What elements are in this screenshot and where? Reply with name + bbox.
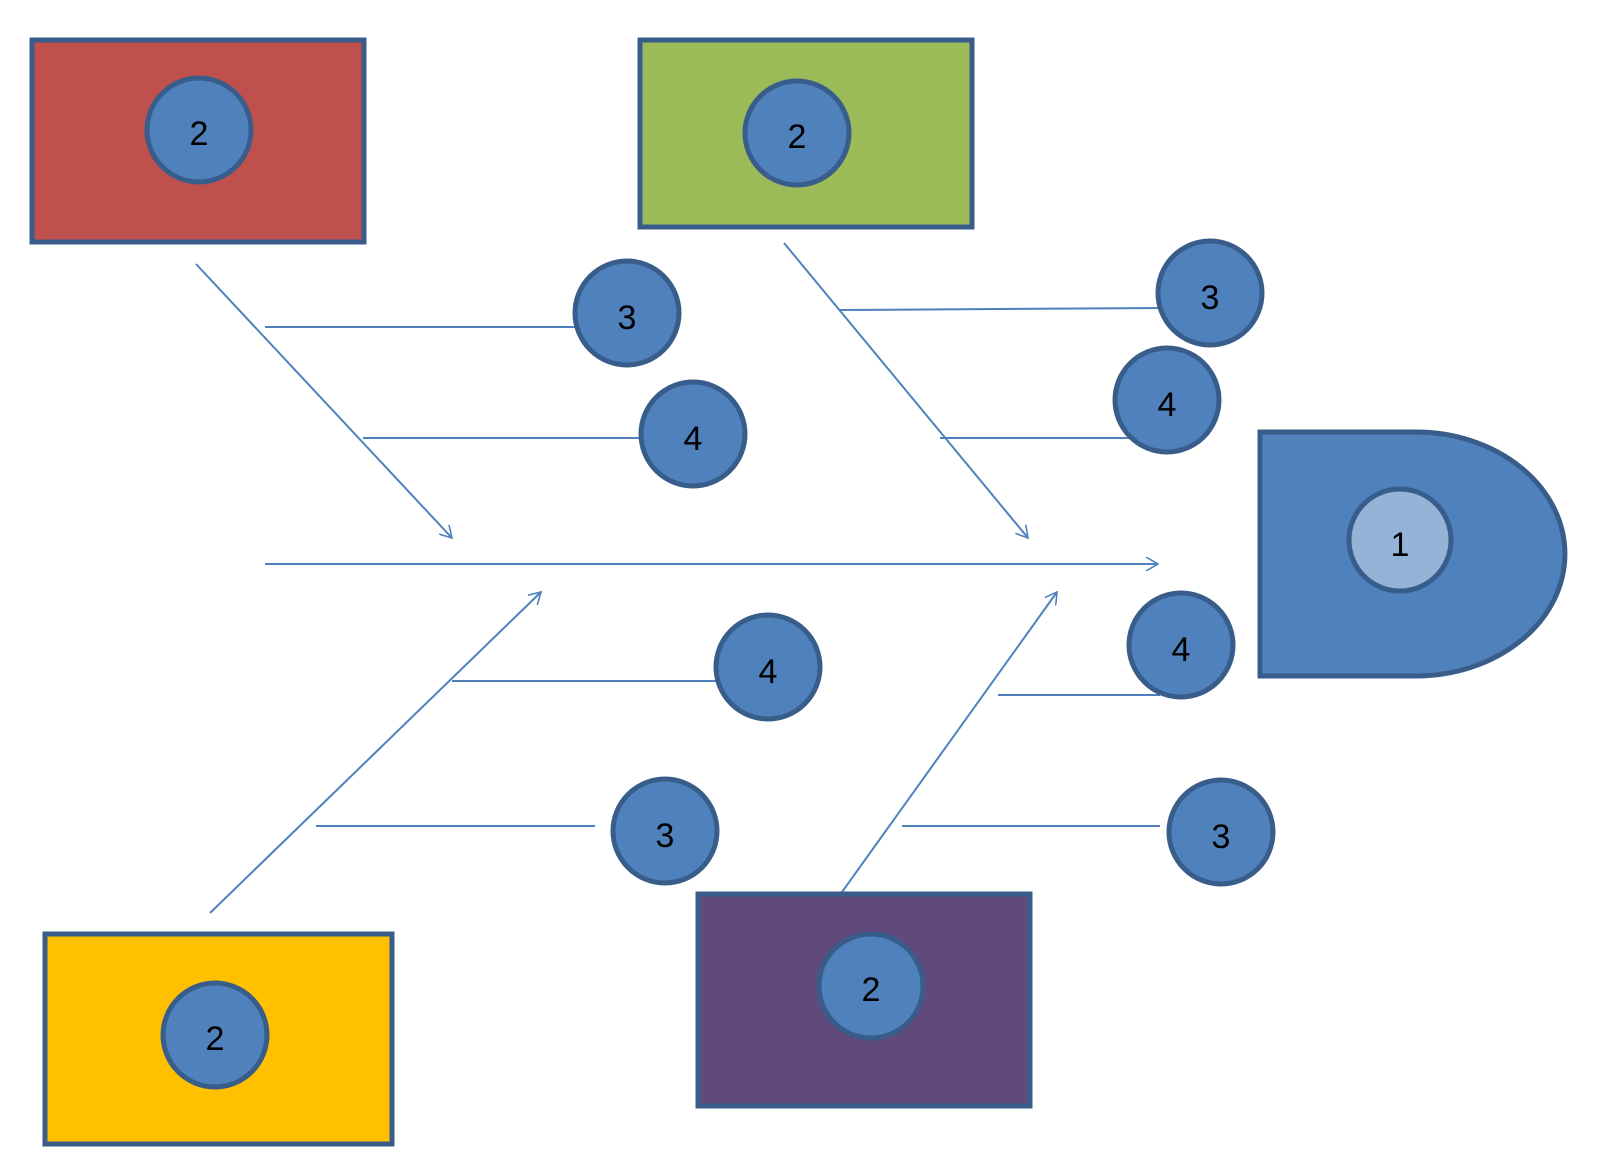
cause-badge: 3 [572,258,682,368]
fish-head-effect: 1 [1257,429,1568,679]
cause-badge: 3 [1166,777,1276,887]
category-box-top-right: 2 [637,37,975,230]
bone-top-right [783,242,1028,538]
head-badge-label: 1 [1391,526,1410,564]
category-badge-label: 2 [190,115,209,153]
bone-bottom-right [841,592,1057,893]
category-badge-label: 2 [206,1020,225,1058]
category-box-top-left: 2 [29,37,367,245]
cause-badge: 4 [638,379,748,489]
cause-badge-label: 3 [618,299,637,337]
bone-top-left [195,263,452,538]
cause-line [839,307,1163,311]
category-badge-label: 2 [862,971,881,1009]
cause-badge-label: 3 [1201,279,1220,317]
cause-badge-label: 4 [759,653,778,691]
cause-badge: 3 [1155,238,1265,348]
cause-badge-label: 3 [1212,818,1231,856]
cause-badge: 4 [1112,345,1222,455]
cause-badge-label: 4 [1158,386,1177,424]
category-box-bottom-left: 2 [42,931,395,1147]
category-badge-label: 2 [788,118,807,156]
category-box-bottom-right: 2 [695,891,1033,1109]
cause-badge: 4 [713,612,823,722]
cause-badge-label: 4 [1172,631,1191,669]
cause-badge-label: 4 [684,420,703,458]
cause-badge-label: 3 [656,817,675,855]
cause-badge: 3 [610,776,720,886]
cause-badge: 4 [1126,590,1236,700]
bone-bottom-left [209,592,541,914]
